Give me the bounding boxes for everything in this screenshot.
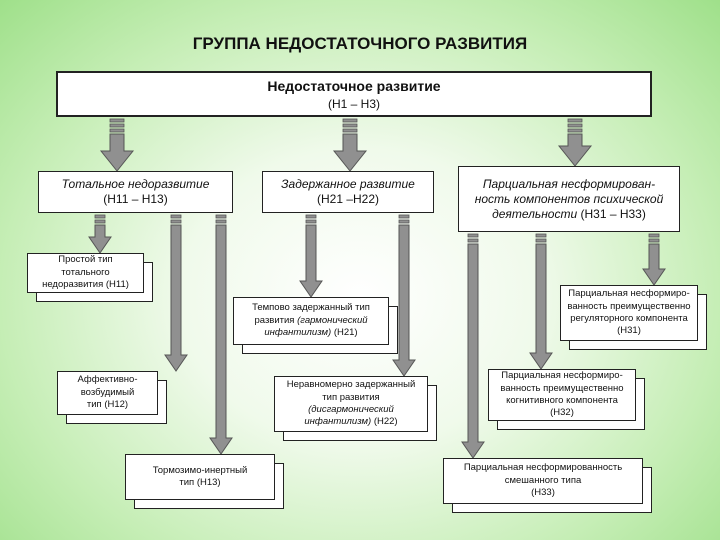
arrow-to-h33-stub: [467, 238, 479, 243]
type-line: ванность преимущественно: [567, 300, 691, 312]
arrow-to-delayed-stub: [342, 128, 358, 133]
category-delayed-development: Задержанное развитие (Н21 –Н22): [262, 171, 434, 213]
arrow-to-h31-body: [642, 243, 666, 286]
category-label: Задержанное развитие: [281, 177, 415, 191]
type-line: смешанного типа: [504, 474, 582, 486]
type-line: когнитивного компонента: [506, 395, 618, 406]
arrow-to-total-body: [99, 133, 135, 172]
category-total-underdevelopment: Тотальное недоразвитие (Н11 – Н13): [38, 171, 233, 213]
arrow-to-h11-stub: [94, 214, 106, 219]
type-line: Тормозимо-инертный: [152, 464, 248, 476]
type-line: Темпово задержанный тип: [252, 302, 370, 314]
type-line: тотального: [61, 266, 110, 278]
category-code: (Н11 – Н13): [103, 192, 168, 206]
arrow-to-h21: [299, 214, 323, 298]
type-box-h32: Парциальная несформиро- ванность преимущ…: [488, 369, 636, 421]
type-line: Неравномерно задержанный: [286, 379, 416, 391]
arrow-to-h32: [529, 233, 553, 370]
arrow-to-h12-stub: [170, 214, 182, 219]
type-line: (Н33): [531, 487, 555, 499]
arrow-to-total: [99, 118, 135, 172]
arrow-to-h22-body: [392, 224, 416, 377]
category-partial-unformedness: Парциальная несформирован- ность компоне…: [458, 166, 680, 232]
root-box-insufficient-development: Недостаточное развитие (Н1 – Н3): [56, 71, 652, 117]
category-label-line1: Парциальная несформирован-: [482, 176, 656, 191]
type-line: Аффективно-: [77, 374, 138, 386]
arrow-to-total-stub: [109, 128, 125, 133]
type-code: (Н22): [373, 416, 398, 428]
type-code: (Н21): [333, 327, 358, 339]
type-box-h13: Тормозимо-инертный тип (Н13): [125, 454, 275, 500]
arrow-to-delayed-body: [332, 133, 368, 172]
arrow-to-delayed-stub: [342, 123, 358, 128]
arrow-to-h31-stub: [648, 238, 660, 243]
arrow-to-h11-body: [88, 224, 112, 254]
category-label-line3: деятельности: [492, 206, 578, 221]
arrow-to-h11-stub: [94, 219, 106, 224]
diagram-title: ГРУППА НЕДОСТАТОЧНОГО РАЗВИТИЯ: [192, 34, 528, 53]
type-line: возбудимый: [80, 386, 135, 398]
type-line: развития: [254, 314, 295, 326]
type-line: (Н31): [617, 325, 641, 337]
arrow-to-h11: [88, 214, 112, 254]
type-italic-note: (дисгармонический инфантилизм): [304, 404, 394, 428]
arrow-to-h21-stub: [305, 214, 317, 219]
arrow-to-partial-body: [557, 133, 593, 167]
type-box-h33: Парциальная несформированность смешанног…: [443, 458, 643, 504]
type-box-h11: Простой тип тотального недоразвития (Н11…: [27, 253, 144, 293]
type-box-h12: Аффективно- возбудимый тип (Н12): [57, 371, 158, 415]
arrow-to-partial-stub: [567, 128, 583, 133]
arrow-to-h32-body: [529, 243, 553, 370]
arrow-to-partial-stub: [567, 118, 583, 123]
arrow-to-delayed-stub: [342, 118, 358, 123]
type-box-h21: Темпово задержанный тип развития (гармон…: [233, 297, 389, 345]
arrow-to-h31-stub: [648, 233, 660, 238]
type-italic-note: (гармонический инфантилизм): [264, 314, 368, 339]
arrow-to-h33-body: [461, 243, 485, 459]
category-code: (Н21 –Н22): [316, 192, 380, 206]
type-line: (Н32): [550, 407, 574, 419]
category-label-line2: ность компонентов психической: [474, 191, 664, 206]
type-line: тип (Н12): [86, 399, 129, 411]
type-line: Парциальная несформиро-: [568, 288, 690, 300]
arrow-to-delayed: [332, 118, 368, 172]
arrow-to-h22-stub: [398, 214, 410, 219]
arrow-to-h12: [164, 214, 188, 372]
type-line: регуляторного компонента: [570, 313, 688, 324]
arrow-to-h32-stub: [535, 233, 547, 238]
type-line: тип (Н13): [179, 477, 221, 488]
arrow-to-h13-body: [209, 224, 233, 455]
type-line: Простой тип: [58, 254, 113, 266]
type-box-h31: Парциальная несформиро- ванность преимущ…: [560, 285, 698, 341]
arrow-to-total-stub: [109, 118, 125, 123]
arrow-to-h33: [461, 233, 485, 459]
arrow-to-h32-stub: [535, 238, 547, 243]
type-line: тип развития: [322, 391, 380, 403]
arrow-to-h13-stub: [215, 219, 227, 224]
arrow-to-h21-body: [299, 224, 323, 298]
type-box-h22: Неравномерно задержанный тип развития (д…: [274, 376, 428, 432]
arrow-to-h12-body: [164, 224, 188, 372]
arrow-to-h13: [209, 214, 233, 455]
arrow-to-h22: [392, 214, 416, 377]
arrow-to-h22-stub: [398, 219, 410, 224]
arrow-to-total-stub: [109, 123, 125, 128]
root-label: Недостаточное развитие: [267, 77, 441, 94]
type-line: ванность преимущественно: [500, 382, 624, 394]
type-line: Парциальная несформированность: [463, 462, 623, 474]
arrow-to-h12-stub: [170, 219, 182, 224]
arrow-to-h13-stub: [215, 214, 227, 219]
root-code: (Н1 – Н3): [327, 96, 380, 111]
arrow-to-partial: [557, 118, 593, 167]
type-line: недоразвития (Н11): [42, 279, 129, 291]
arrow-to-h31: [642, 233, 666, 286]
arrow-to-partial-stub: [567, 123, 583, 128]
arrow-to-h33-stub: [467, 233, 479, 238]
arrow-to-h21-stub: [305, 219, 317, 224]
category-code: (Н31 – Н33): [580, 206, 646, 221]
type-line: Парциальная несформиро-: [501, 370, 623, 382]
category-label: Тотальное недоразвитие: [61, 177, 210, 191]
